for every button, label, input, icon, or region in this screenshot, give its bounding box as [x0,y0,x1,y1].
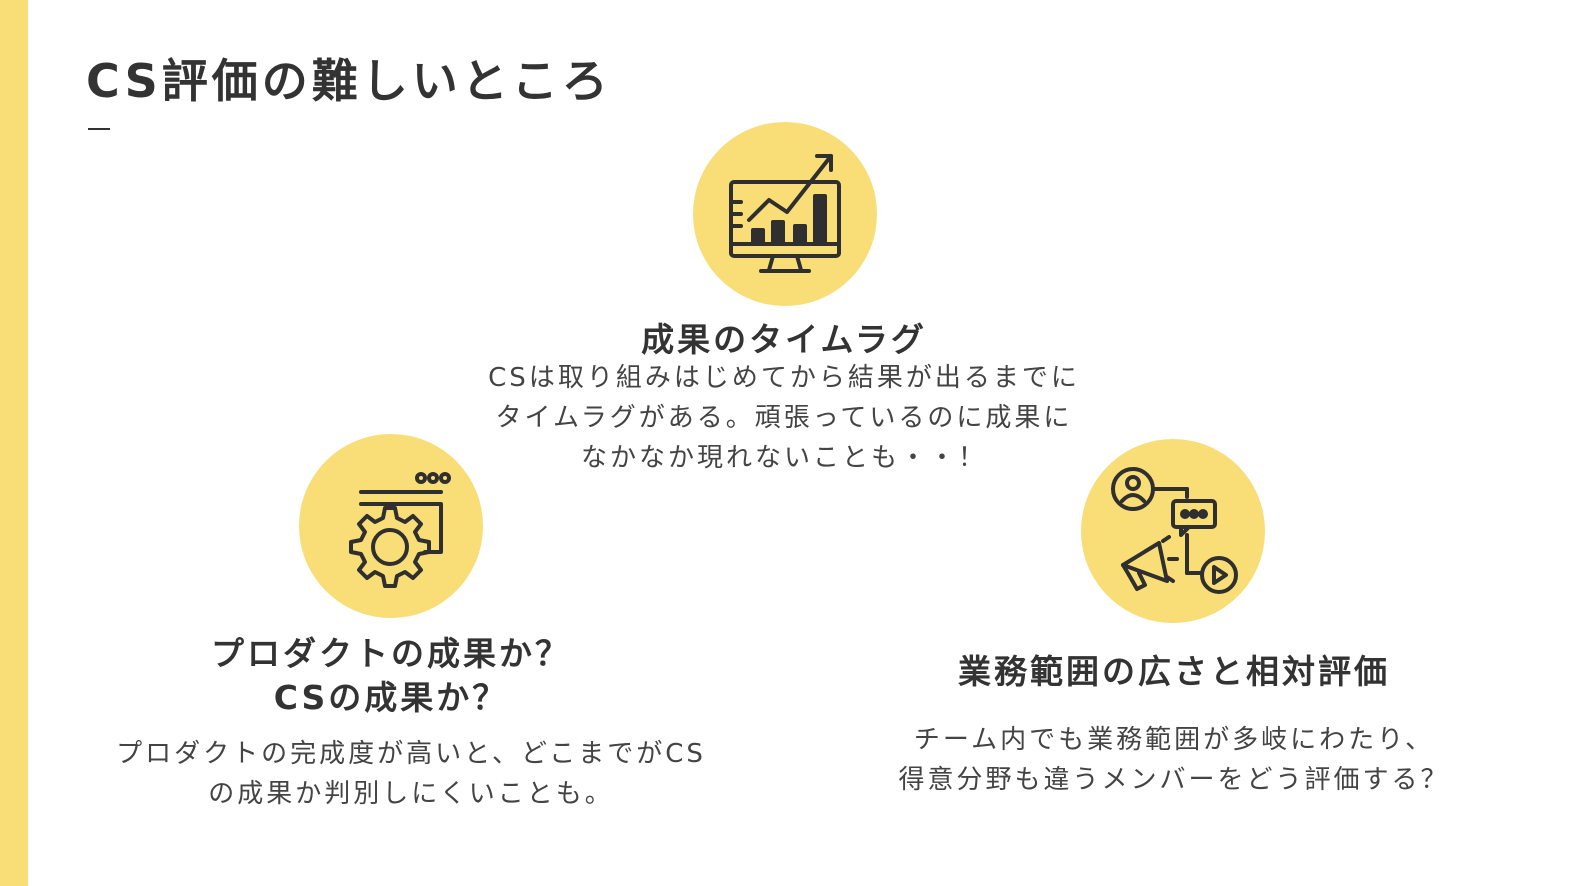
section-1-icon-circle [693,122,877,306]
section-2-icon-circle [299,434,483,618]
section-3-icon-circle [1081,439,1265,623]
section-2-heading: プロダクトの成果か？ CSの成果か？ [211,634,571,717]
section-3-heading: 業務範囲の広さと相対評価 [958,652,1390,691]
marketing-network-icon [1111,467,1238,594]
page-title: CS評価の難しいところ [86,54,612,108]
section-1-heading: 成果のタイムラグ [641,320,927,359]
gear-window-icon [349,472,451,588]
section-1-body: CSは取り組みはじめてから結果が出るまでに タイムラグがある。頑張っているのに成… [488,363,1080,473]
section-2-body: プロダクトの完成度が高いと、どこまでがCS の成果か判別しにくいことも。 [116,739,706,809]
title-underline [88,128,110,130]
left-accent-bar [0,0,28,886]
section-3-body: チーム内でも業務範囲が多岐にわたり、 得意分野も違うメンバーをどう評価する？ [898,725,1450,795]
chart-growth-icon [729,154,841,273]
